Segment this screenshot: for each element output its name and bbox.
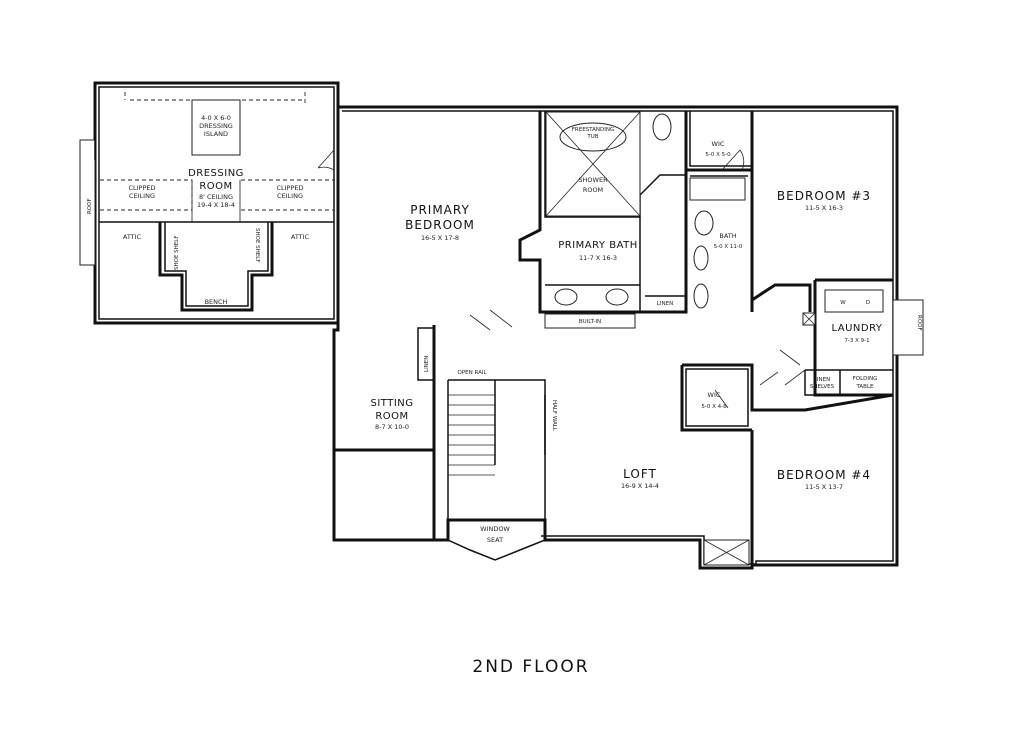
bedroom-4-name: BEDROOM #4 (777, 468, 871, 482)
clipped-left-2: CEILING (129, 192, 155, 200)
clipped-right-2: CEILING (277, 192, 303, 200)
attic-left: ATTIC (123, 233, 142, 241)
wic-bottom-name: WIC (708, 391, 721, 399)
dressing-island-name-2: ISLAND (204, 130, 228, 138)
linen-stair: LINEN (424, 356, 430, 372)
bath-name: BATH (719, 232, 736, 240)
folding-table-1: FOLDING (853, 376, 878, 382)
shoe-shelf-left: SHOE SHELF (174, 235, 180, 270)
shoe-shelf-right: SHOE SHELF (254, 228, 260, 263)
laundry-name: LAUNDRY (831, 323, 882, 334)
bedroom-3-dims: 11-5 X 16-3 (805, 204, 843, 212)
dressing-wing-structure (79, 92, 335, 324)
bedroom-4-dims: 11-5 X 13-7 (805, 483, 843, 491)
built-in-label: BUILT-IN (579, 319, 601, 325)
bedroom-3-name: BEDROOM #3 (777, 189, 871, 203)
sitting-room-name-1: SITTING (370, 398, 413, 409)
roof-right: ROOF (916, 315, 922, 331)
open-rail: OPEN RAIL (457, 370, 487, 376)
laundry-dims: 7-3 X 9-1 (844, 338, 869, 344)
clipped-left-1: CLIPPED (128, 184, 155, 192)
freestanding-tub-2: TUB (586, 134, 598, 140)
shower-room-1: SHOWER (578, 176, 608, 184)
labels: 4-0 X 6-0 DRESSING ISLAND DRESSING ROOM … (87, 114, 922, 677)
folding-table-2: TABLE (855, 384, 874, 390)
floor-title: 2ND FLOOR (472, 657, 589, 677)
linen-shelves-1: LINEN (814, 377, 830, 383)
linen-shelves-2: SHELVES (810, 384, 835, 390)
linen-bath: LINEN (657, 301, 673, 307)
sitting-room-dims: 8-7 X 10-0 (375, 423, 409, 431)
dressing-room-dims: 19-4 X 18-4 (197, 201, 235, 209)
primary-bath-dims: 11-7 X 16-3 (579, 254, 617, 262)
wic-top-name: WIC (712, 140, 725, 148)
dressing-room-name-2: ROOM (199, 181, 232, 192)
dryer-label: D (866, 300, 870, 306)
dressing-island-name-1: DRESSING (199, 122, 233, 130)
shower-room-2: ROOM (583, 186, 603, 194)
wic-bottom-dims: 5-0 X 4-8 (701, 404, 727, 410)
dressing-room-ceiling: 8' CEILING (199, 193, 233, 201)
wic-top-dims: 5-0 X 5-0 (705, 152, 731, 158)
clipped-right-1: CLIPPED (276, 184, 303, 192)
half-wall: HALF WALL (551, 400, 557, 432)
primary-bedroom-name-2: BEDROOM (405, 218, 475, 232)
primary-bath-name: PRIMARY BATH (558, 240, 638, 251)
primary-bedroom-dims: 16-5 X 17-8 (421, 234, 459, 242)
loft-name: LOFT (623, 467, 657, 481)
bench-label: BENCH (205, 298, 228, 306)
window-seat-1: WINDOW (480, 525, 510, 533)
washer-label: W (840, 300, 846, 306)
freestanding-tub-1: FREESTANDING (572, 127, 614, 133)
primary-bedroom-name-1: PRIMARY (410, 203, 470, 217)
dressing-room-name-1: DRESSING (188, 168, 244, 179)
loft-dims: 16-9 X 14-4 (621, 482, 659, 490)
attic-right: ATTIC (291, 233, 310, 241)
roof-left: ROOF (87, 198, 93, 214)
exterior-walls (93, 81, 899, 570)
dressing-island-dims: 4-0 X 6-0 (201, 114, 231, 122)
bath-dims: 5-0 X 11-0 (714, 244, 743, 250)
window-seat-2: SEAT (487, 536, 503, 544)
sitting-room-name-2: ROOM (375, 411, 408, 422)
interior-walls (417, 111, 924, 566)
